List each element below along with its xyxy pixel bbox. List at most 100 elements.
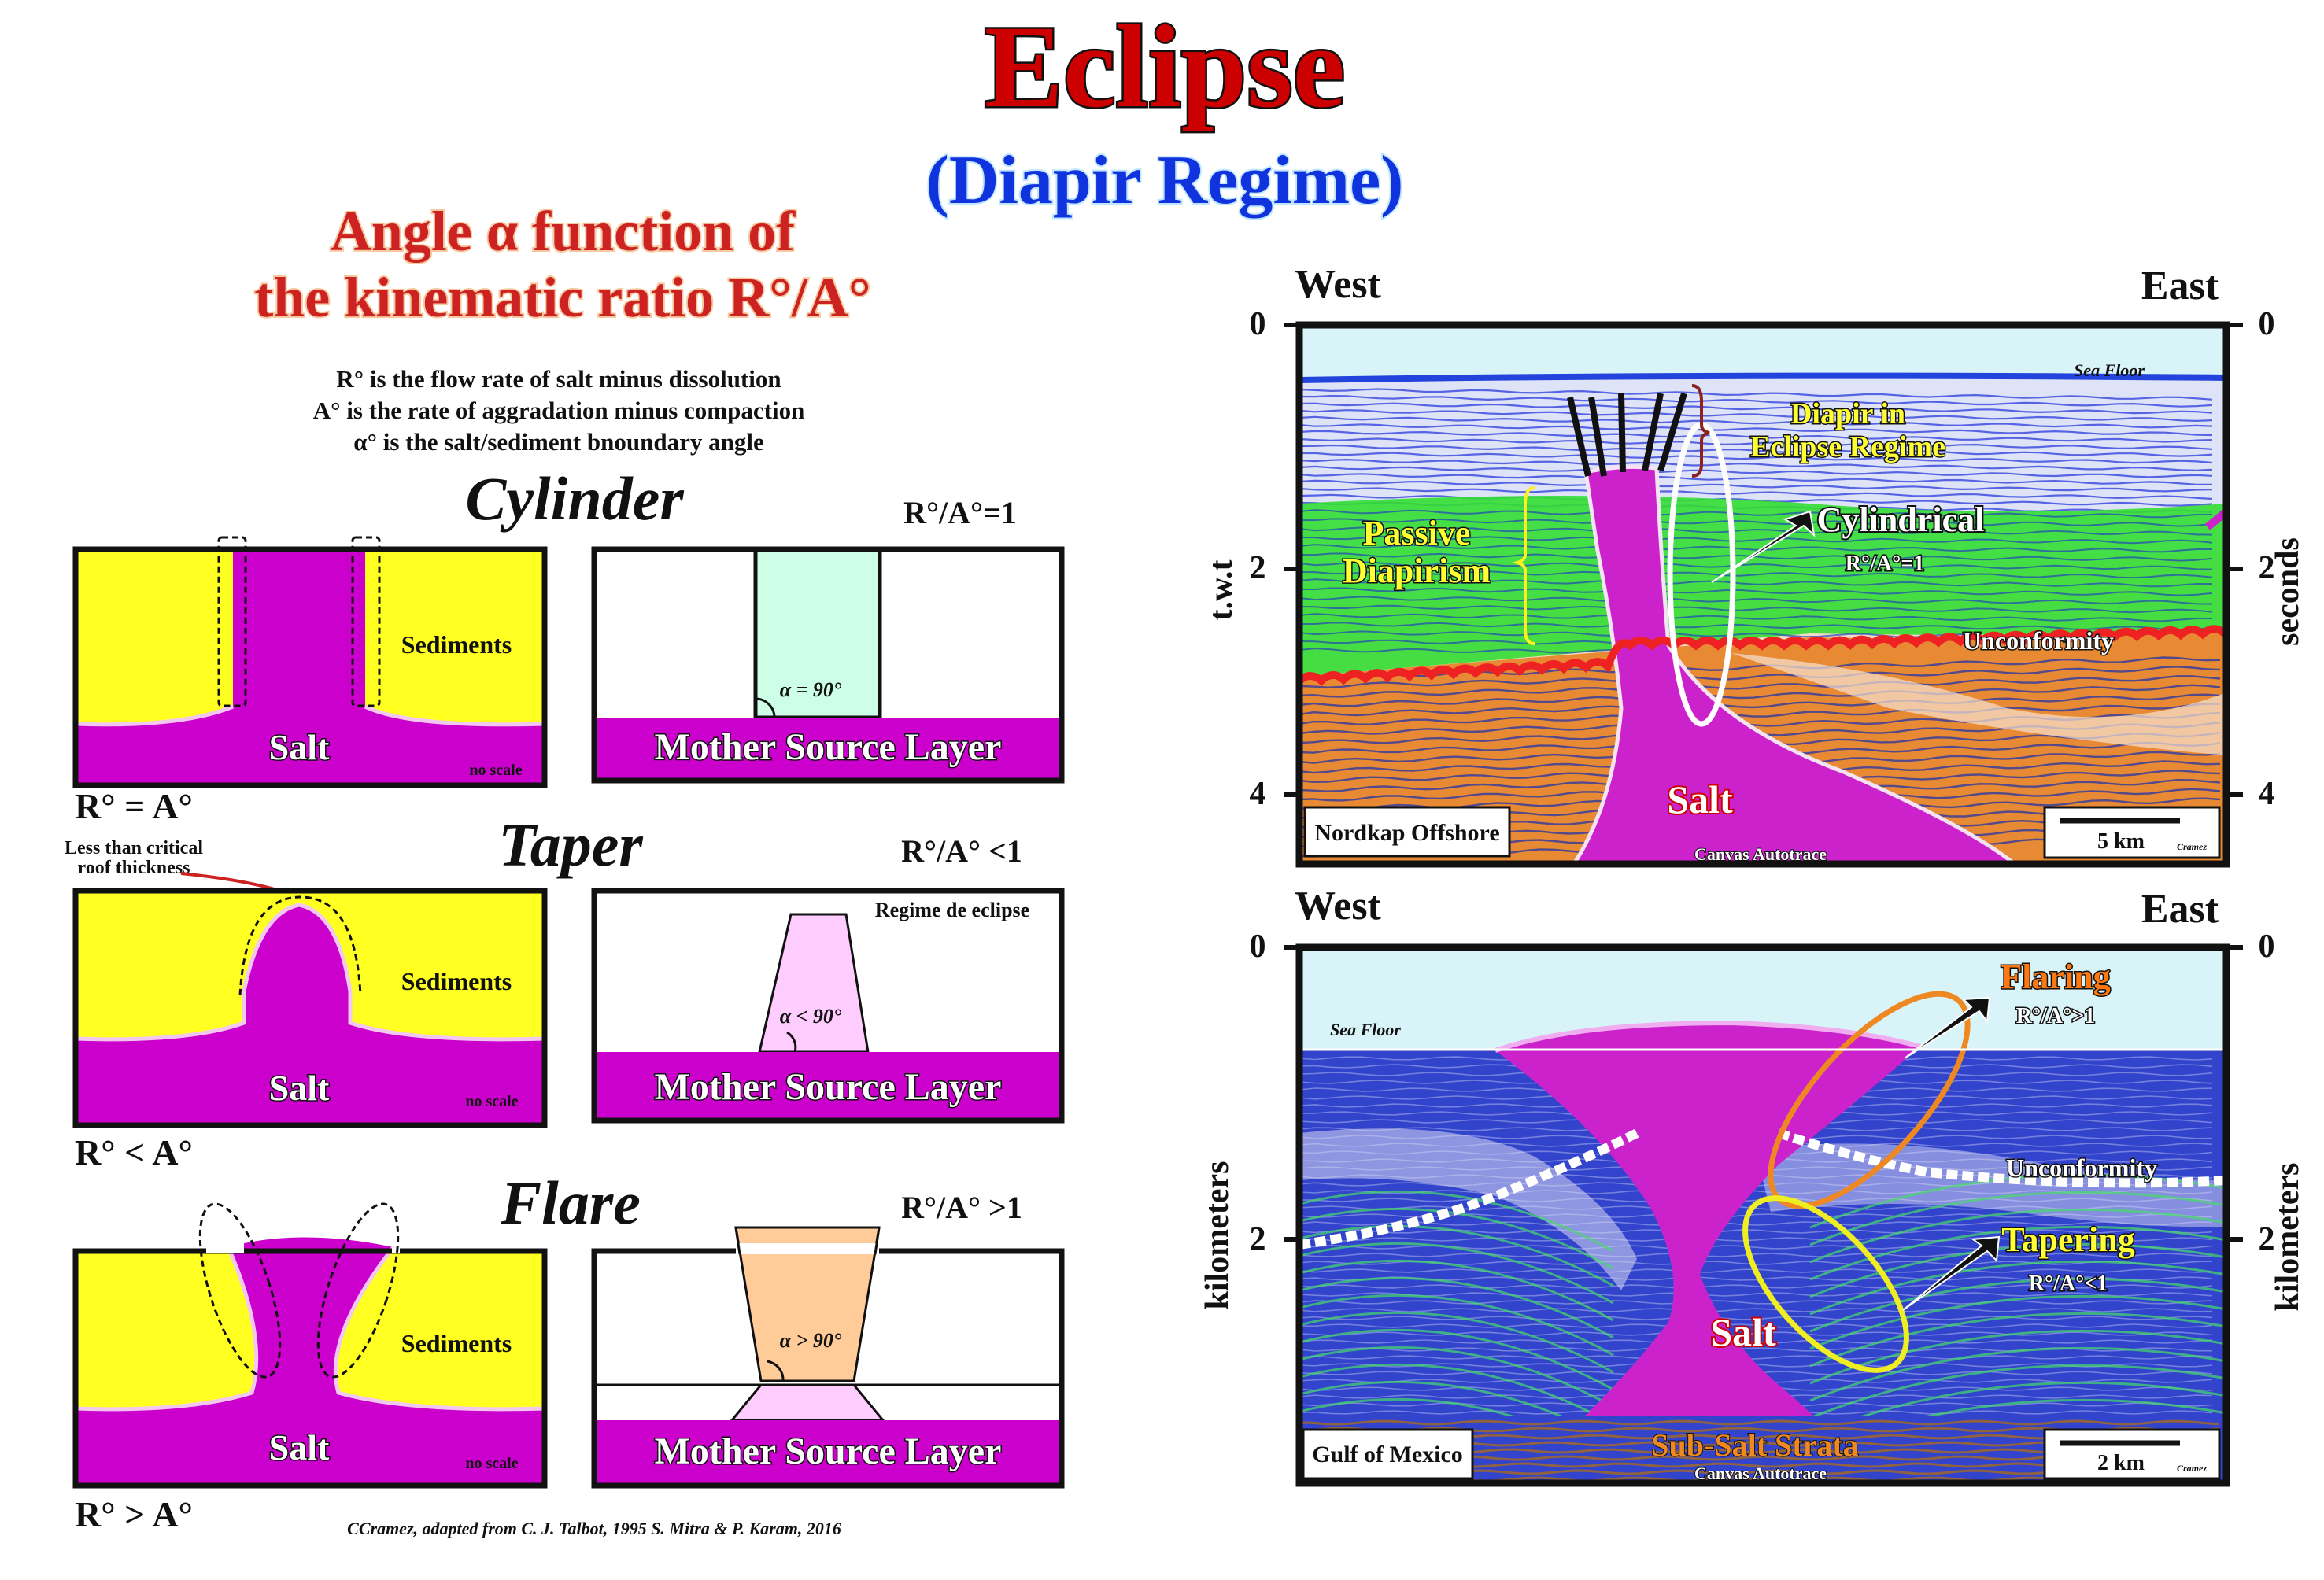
- reflector-line: [1809, 1346, 2226, 1402]
- bottom-salt-label: Salt: [1710, 1310, 1776, 1354]
- reflector-line: [1299, 430, 2213, 443]
- reflector-line: [1299, 703, 2221, 725]
- reflector-line: [1809, 1242, 2226, 1298]
- bottom-west-label: West: [1295, 884, 1381, 928]
- top-seismic-section: [1299, 325, 2226, 864]
- cylinder-relation: R° = A°: [75, 786, 193, 826]
- definition-2: A° is the rate of aggradation minus comp…: [313, 397, 805, 424]
- reflector-line: [1809, 1260, 2226, 1316]
- reflector-line: [1809, 1312, 2226, 1368]
- top-tick-left-4: 4: [1250, 776, 1266, 812]
- top-diapir-brace: [1691, 384, 1710, 478]
- reflector-line: [1299, 1339, 2213, 1344]
- taper-note-line1: Less than critical: [65, 838, 203, 858]
- left-heading-line2: the kinematic ratio R°/A°: [254, 266, 870, 329]
- reflector-line: [1299, 394, 2213, 408]
- bottom-right-axis: [2226, 945, 2243, 1242]
- top-cylindrical-arrow: [1711, 510, 1816, 583]
- reflector-line: [1299, 1419, 2219, 1426]
- flare-relation: R° > A°: [75, 1494, 193, 1534]
- credit-line: CCramez, adapted from C. J. Talbot, 1995…: [347, 1519, 841, 1538]
- top-section-frame: [1295, 321, 2230, 868]
- reflector-line: [1299, 487, 2213, 500]
- reflector-line: [1299, 473, 2213, 485]
- bottom-flaring-arrow: [1904, 996, 1991, 1059]
- top-passive-label-1: Passive: [1363, 514, 1471, 552]
- taper-angle-label: α < 90°: [780, 1005, 842, 1028]
- flare-ratio: R°/A° >1: [901, 1190, 1022, 1225]
- bottom-left-axis: [1284, 945, 1299, 1242]
- reflector-line: [1299, 613, 2212, 622]
- reflector-line: [1299, 666, 2221, 688]
- reflector-line: [1299, 526, 2213, 536]
- reflector-line: [1299, 1284, 2213, 1289]
- cylinder-noscale: no scale: [469, 762, 522, 779]
- top-sea-floor-label: Sea Floor: [2074, 360, 2145, 380]
- top-scale-label: 5 km: [2097, 829, 2145, 854]
- reflector-line: [1299, 452, 2213, 464]
- reflector-line: [1299, 587, 2213, 596]
- top-y-label-right: seconds: [2270, 537, 2306, 646]
- taper-note-line2: roof thickness: [78, 858, 190, 878]
- bottom-autotrace-label: Canvas Autotrace: [1694, 1464, 1827, 1483]
- reflector-line: [1299, 479, 2213, 493]
- reflector-line: [1299, 1300, 2213, 1305]
- reflector-line: [1299, 570, 2213, 579]
- reflector-line: [1299, 1190, 1614, 1253]
- bottom-flaring-ratio: R°/A°>1: [2016, 1004, 2096, 1028]
- top-unconformity-label: Unconformity: [1963, 626, 2114, 655]
- flare-title: Flare: [500, 1168, 641, 1237]
- reflector-line: [1809, 1381, 2226, 1437]
- top-y-label-left: t.w.t: [1203, 560, 1240, 621]
- reflector-line: [1299, 535, 2213, 545]
- bottom-flaring-label: Flaring: [2001, 958, 2110, 996]
- top-cylindrical-label: Cylindrical: [1817, 500, 1985, 539]
- top-tick-left-0: 0: [1250, 306, 1266, 342]
- bottom-y-label-left: kilometers: [1199, 1161, 1236, 1310]
- cylinder-title: Cylinder: [465, 464, 684, 533]
- reflector-line: [1299, 544, 2212, 553]
- reflector-line: [1299, 1316, 2213, 1320]
- top-salt-label: Salt: [1667, 777, 1733, 821]
- reflector-line: [1809, 1208, 2226, 1264]
- top-autotrace-label: Canvas Autotrace: [1694, 844, 1827, 864]
- reflector-line: [1299, 437, 2213, 450]
- bottom-location-box: [1302, 1428, 1474, 1480]
- flare-angle-model: [591, 1226, 1065, 1489]
- flare-angle-label: α > 90°: [780, 1329, 842, 1352]
- top-scale-credit: Cramez: [2177, 841, 2207, 852]
- reflector-line: [1299, 409, 2213, 423]
- reflector-line: [1299, 561, 2213, 570]
- reflector-line: [1299, 509, 2212, 519]
- bottom-sea-floor-label: Sea Floor: [1330, 1020, 1401, 1039]
- reflector-line: [1299, 1355, 2213, 1360]
- taper-noscale: no scale: [465, 1093, 518, 1110]
- top-tick-left-2: 2: [1250, 550, 1266, 586]
- taper-salt-model: [72, 888, 548, 1128]
- reflector-line: [1299, 578, 2212, 588]
- bottom-scale-credit: Cramez: [2177, 1463, 2207, 1474]
- top-tick-right-4: 4: [2259, 776, 2275, 812]
- reflector-line: [1299, 1237, 2213, 1242]
- cylinder-ratio: R°/A°=1: [903, 495, 1017, 530]
- taper-salt-label: Salt: [269, 1068, 330, 1108]
- bottom-tick-right-2: 2: [2259, 1221, 2275, 1257]
- top-east-label: East: [2141, 264, 2219, 308]
- bottom-tick-left-2: 2: [1250, 1221, 1266, 1257]
- taper-sediments-label: Sediments: [401, 967, 512, 995]
- main-title: Eclipse: [985, 2, 1345, 132]
- reflector-line: [1809, 1225, 2226, 1281]
- top-diapir-label-2: Eclipse Regime: [1750, 430, 1945, 463]
- reflector-line: [1299, 458, 2213, 471]
- reflector-line: [1299, 684, 2221, 707]
- definition-1: R° is the flow rate of salt minus dissol…: [336, 365, 781, 393]
- bottom-location-label: Gulf of Mexico: [1312, 1442, 1463, 1467]
- flare-salt-label: Salt: [269, 1427, 330, 1467]
- cylinder-angle-model: [591, 546, 1065, 784]
- subtitle: (Diapir Regime): [926, 142, 1404, 219]
- top-tick-right-0: 0: [2259, 306, 2275, 342]
- top-diapir-label-1: Diapir in: [1790, 397, 1905, 430]
- reflector-line: [1299, 596, 2213, 605]
- reflector-line: [1299, 1259, 1614, 1322]
